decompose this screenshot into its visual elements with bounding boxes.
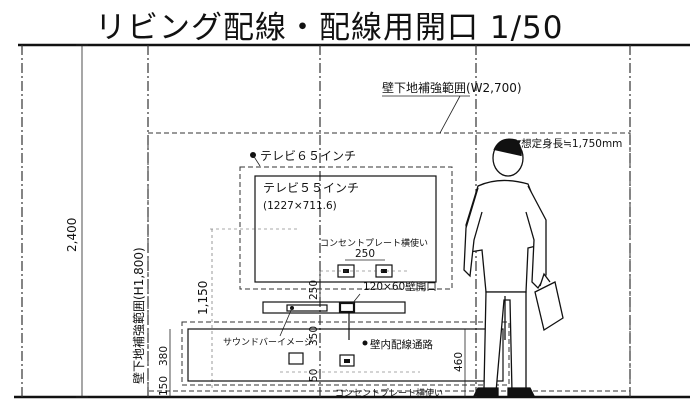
outlet-bottom bbox=[288, 352, 355, 367]
soundbar-label: サウンドバーイメージ bbox=[223, 337, 313, 348]
dim-460: 460 bbox=[453, 352, 465, 372]
tv-stand-cabinet bbox=[187, 328, 504, 382]
dim-250-v: 250 bbox=[308, 280, 320, 300]
dim-1150: 1,150 bbox=[196, 281, 210, 315]
wall-opening bbox=[338, 301, 356, 314]
opening-label: 120×60壁開口 bbox=[363, 280, 437, 293]
wall-reinforcement-label: 壁下地補強範囲(W2,700) bbox=[382, 80, 522, 95]
dimension-total-height: 2,400 bbox=[65, 44, 88, 398]
wall-reinforcement-area bbox=[147, 132, 631, 392]
tv-65-label: テレビ６５インチ bbox=[260, 149, 356, 163]
tv-stand-outline bbox=[181, 321, 510, 386]
dim-50: 50 bbox=[308, 369, 320, 382]
tv-board bbox=[262, 301, 406, 314]
soundbar-shape bbox=[286, 304, 328, 312]
dim-250-h: 250 bbox=[355, 248, 375, 260]
dim-150: 150 bbox=[158, 376, 170, 396]
tv-65-outline bbox=[239, 166, 453, 290]
outlet-top-label: コンセントプレート横使い bbox=[320, 237, 428, 249]
wiring-path-label: 壁内配線通路 bbox=[370, 338, 433, 351]
outlet-bottom-label: コンセントプレート横使い bbox=[335, 387, 443, 399]
dim-2400: 2,400 bbox=[65, 218, 79, 252]
dim-350: 350 bbox=[308, 326, 320, 346]
drawing-title: リビング配線・配線用開口 1/50 bbox=[95, 10, 563, 46]
person-figure bbox=[463, 138, 564, 397]
wall-reinforcement-vertical-label: 壁下地補強範囲(H1,800) bbox=[131, 247, 146, 384]
tv-55-label: テレビ５５インチ bbox=[263, 181, 359, 195]
eye-height-label: ▼想定身長≒1,750mm bbox=[513, 137, 622, 150]
dim-380: 380 bbox=[158, 346, 170, 366]
tv-55-size: (1227×711.6) bbox=[263, 200, 337, 212]
